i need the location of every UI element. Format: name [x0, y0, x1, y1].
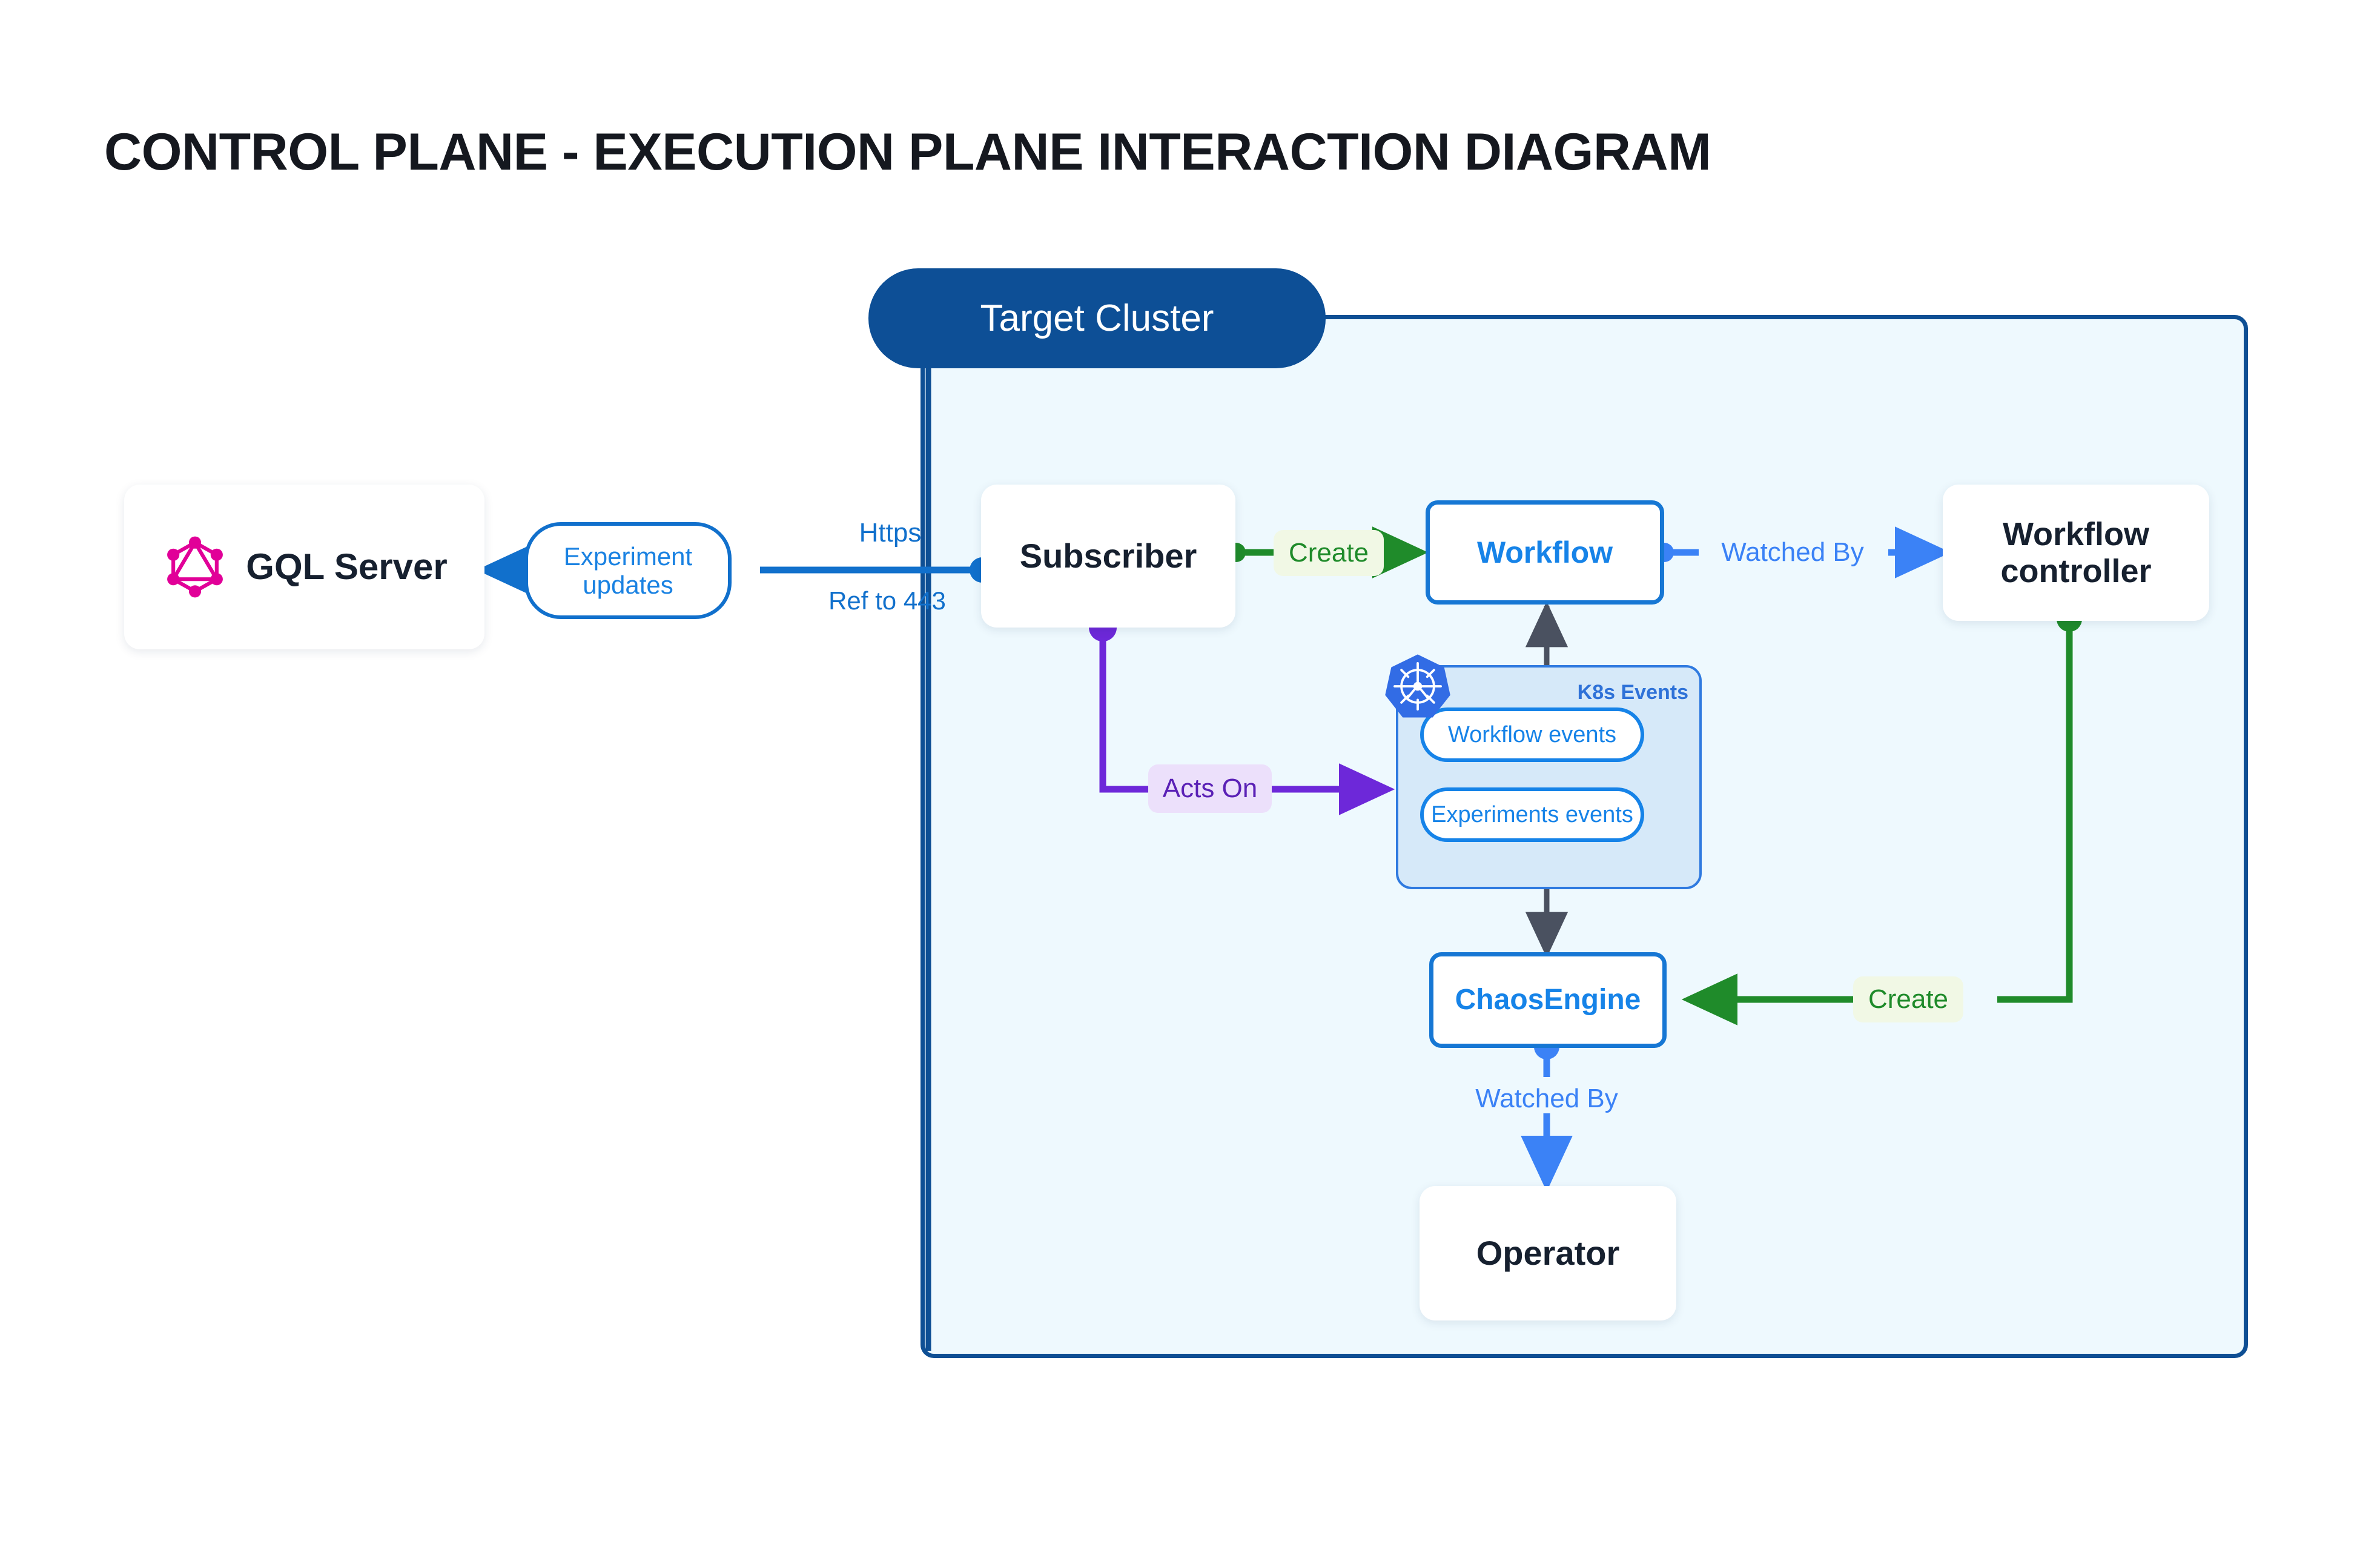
edge-label-https: Https [859, 518, 922, 548]
node-workflow-controller[interactable]: Workflow controller [1943, 485, 2209, 621]
edge-label-ref-to-443: Ref to 443 [828, 586, 946, 615]
edge-https [760, 557, 995, 583]
edge-label-experiment-updates: Experiment updates [524, 522, 732, 619]
edge-label-watched-by-controller: Watched By [1721, 537, 1864, 567]
node-gql-server[interactable]: GQL Server [124, 485, 484, 649]
edge-label-create-workflow: Create [1274, 530, 1384, 576]
node-chaosengine[interactable]: ChaosEngine [1429, 952, 1667, 1048]
edge-label-acts-on: Acts On [1148, 764, 1272, 813]
experiment-updates-line1: Experiment [563, 542, 693, 571]
node-workflow-controller-label-line2: controller [2000, 552, 2152, 589]
k8s-events-group: K8s Events Workflow events Experiments e… [1396, 665, 1702, 889]
edge-create-chaosengine [1681, 606, 2082, 1025]
node-subscriber-label: Subscriber [1019, 536, 1197, 575]
target-cluster-label[interactable]: Target Cluster [868, 268, 1326, 368]
edge-acts-on [1089, 614, 1395, 815]
node-chaosengine-label: ChaosEngine [1455, 984, 1641, 1016]
node-workflow-controller-label-line1: Workflow [2003, 516, 2149, 553]
k8s-event-item-workflow-events[interactable]: Workflow events [1420, 707, 1644, 762]
node-subscriber[interactable]: Subscriber [981, 485, 1235, 628]
graphql-icon [161, 533, 229, 601]
k8s-event-item-experiments-events-label: Experiments events [1431, 801, 1633, 827]
node-workflow-label: Workflow [1476, 535, 1613, 569]
edge-label-watched-by-operator: Watched By [1475, 1084, 1618, 1113]
edge-label-create-chaosengine: Create [1853, 976, 1963, 1022]
k8s-event-item-experiments-events[interactable]: Experiments events [1420, 787, 1644, 842]
node-operator-label: Operator [1476, 1233, 1620, 1272]
page-title: CONTROL PLANE - EXECUTION PLANE INTERACT… [104, 123, 1711, 181]
k8s-events-title: K8s Events [1577, 681, 1688, 704]
node-operator[interactable]: Operator [1420, 1186, 1676, 1320]
node-gql-server-label: GQL Server [246, 546, 448, 588]
experiment-updates-line2: updates [583, 571, 673, 599]
kubernetes-icon [1384, 652, 1452, 720]
k8s-event-item-workflow-events-label: Workflow events [1447, 721, 1617, 747]
node-workflow[interactable]: Workflow [1426, 500, 1664, 605]
